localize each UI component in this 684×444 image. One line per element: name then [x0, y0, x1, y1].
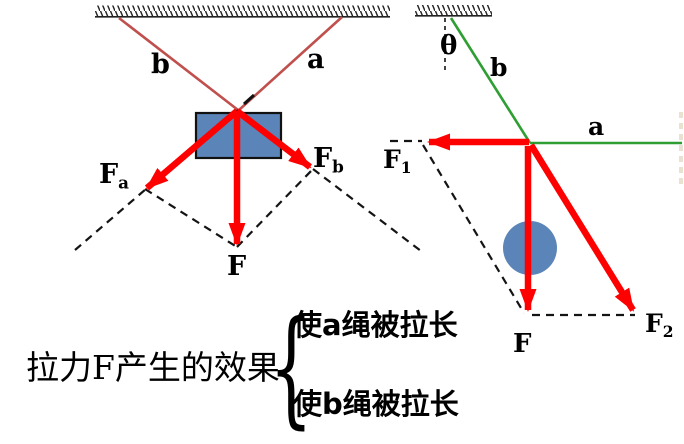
left-ceiling-hatch [95, 5, 390, 17]
right-ceiling-hatch [415, 5, 492, 16]
left-dash-fa-to-f [144, 188, 238, 248]
left-diagram [74, 5, 422, 252]
left-dash-extension-b [312, 168, 422, 252]
left-rope-b-line [118, 16, 239, 112]
right-force-arrows [427, 133, 636, 312]
force-fa-arrow [144, 108, 240, 191]
left-force-arrows [144, 108, 312, 246]
left-rope-a-black-segment [242, 93, 256, 106]
force-f2-arrow [528, 143, 636, 312]
left-construction-dashes [74, 145, 422, 252]
caption-effect-rope-b: 使b绳被拉长 [293, 387, 459, 421]
right-dash-f1-to-f [422, 144, 525, 314]
caption-lead: 拉力F产生的效果 [26, 348, 280, 387]
left-dash-f-to-fb [236, 168, 314, 248]
right-construction-dashes [390, 139, 635, 317]
caption-brace: { [269, 294, 314, 441]
caption-effect-rope-a: 使a绳被拉长 [293, 308, 458, 342]
force-fb-arrow [235, 108, 312, 170]
right-rope-b-line [449, 17, 532, 144]
right-diagram [390, 5, 683, 317]
left-rope-a-line [238, 16, 343, 111]
